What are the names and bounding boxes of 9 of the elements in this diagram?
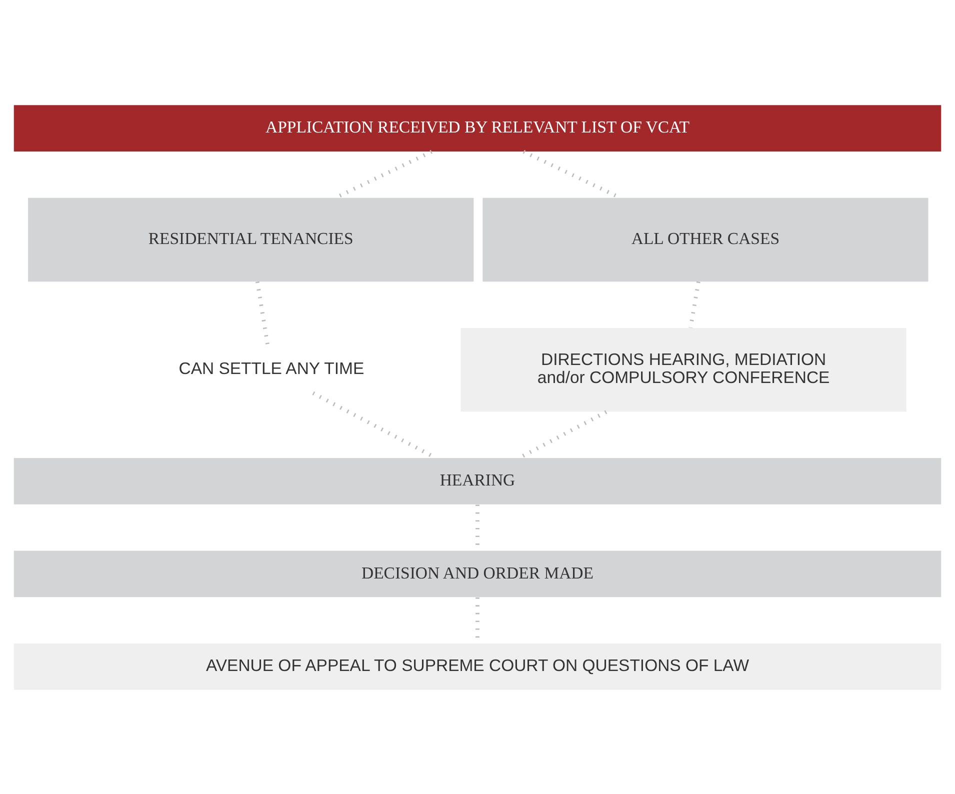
node-box: APPLICATION RECEIVED BY RELEVANT LIST OF VCAT: [14, 104, 942, 152]
node-box: DIRECTIONS HEARING, MEDIATION and/or COMPULSORY CONFERENCE: [460, 327, 906, 412]
connector: [688, 280, 700, 328]
node-box: HEARING: [14, 458, 942, 504]
node-box: DECISION AND ORDER MADE: [14, 550, 942, 597]
node-box: ALL OTHER CASES: [482, 197, 928, 282]
node-box: RESIDENTIAL TENANCIES: [28, 197, 474, 282]
connector: [256, 280, 270, 346]
node-text: CAN SETTLE ANY TIME: [178, 358, 364, 378]
